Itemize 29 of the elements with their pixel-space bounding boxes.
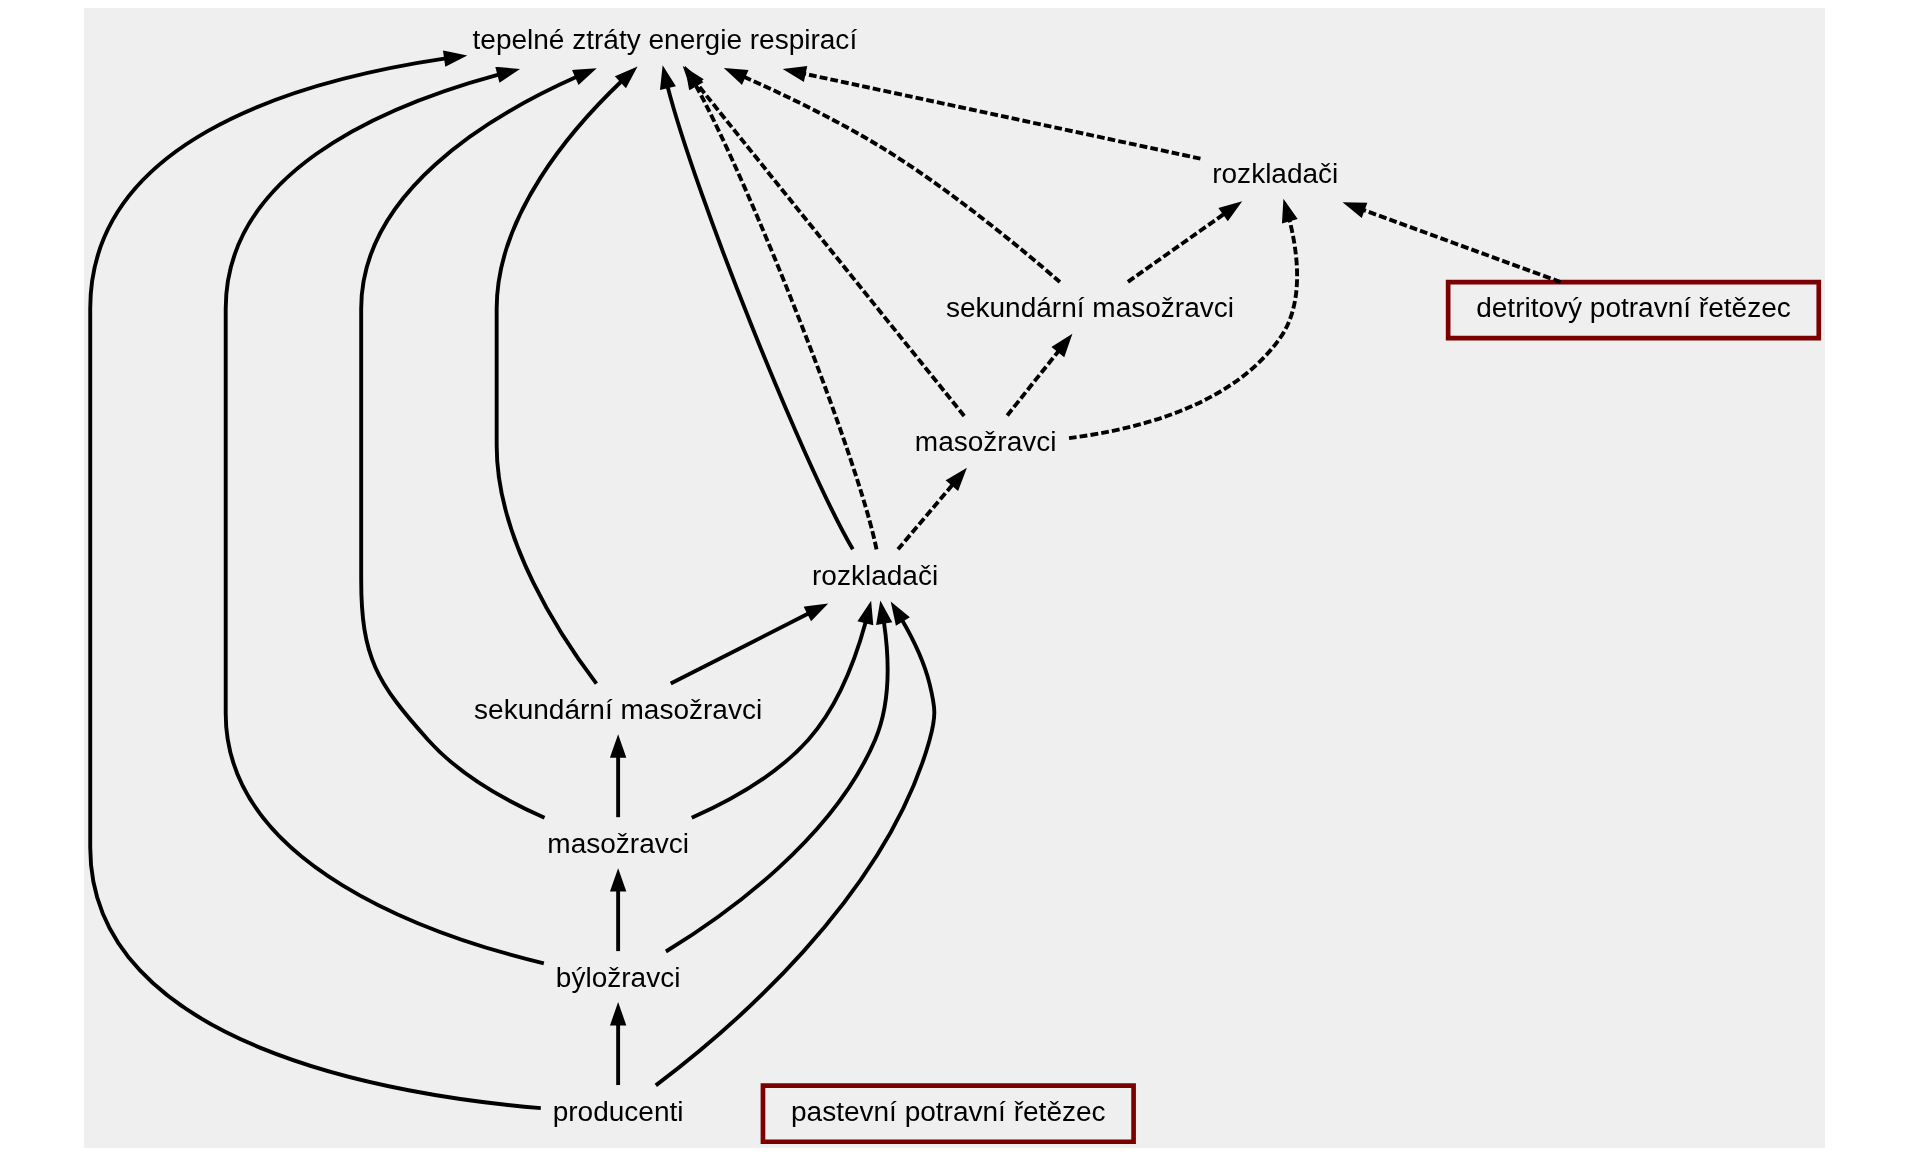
node-text: producenti — [552, 1095, 684, 1127]
node-text: rozkladači — [811, 559, 938, 591]
arrow — [654, 601, 936, 1087]
arrow — [1068, 198, 1299, 441]
arrow — [609, 734, 626, 818]
arrow — [87, 50, 541, 1111]
arrow — [1126, 201, 1242, 284]
arrow — [782, 66, 1201, 161]
arrow — [723, 67, 1061, 284]
node-text: masožravci — [546, 827, 689, 859]
node-text: sekundární masožravci — [945, 292, 1234, 324]
arrow — [494, 66, 638, 685]
arrow — [223, 66, 544, 966]
arrow — [609, 1002, 626, 1086]
arrow — [1342, 202, 1561, 284]
node-box: pastevní potravní řetězec — [760, 1083, 1136, 1145]
node-text: tepelné ztráty energie respirací — [472, 24, 857, 56]
arrow — [1005, 333, 1072, 417]
arrow — [896, 467, 967, 551]
node-text: sekundární masožravci — [473, 693, 762, 725]
arrow — [669, 603, 828, 686]
node-text: býložravci — [555, 961, 680, 993]
arrow — [690, 600, 873, 820]
arrow — [358, 68, 597, 820]
node-text: rozkladači — [1211, 158, 1338, 190]
arrow — [609, 868, 626, 952]
node-box: detritový potravní řetězec — [1445, 279, 1821, 341]
arrow — [664, 600, 892, 954]
node-text: masožravci — [914, 425, 1056, 457]
